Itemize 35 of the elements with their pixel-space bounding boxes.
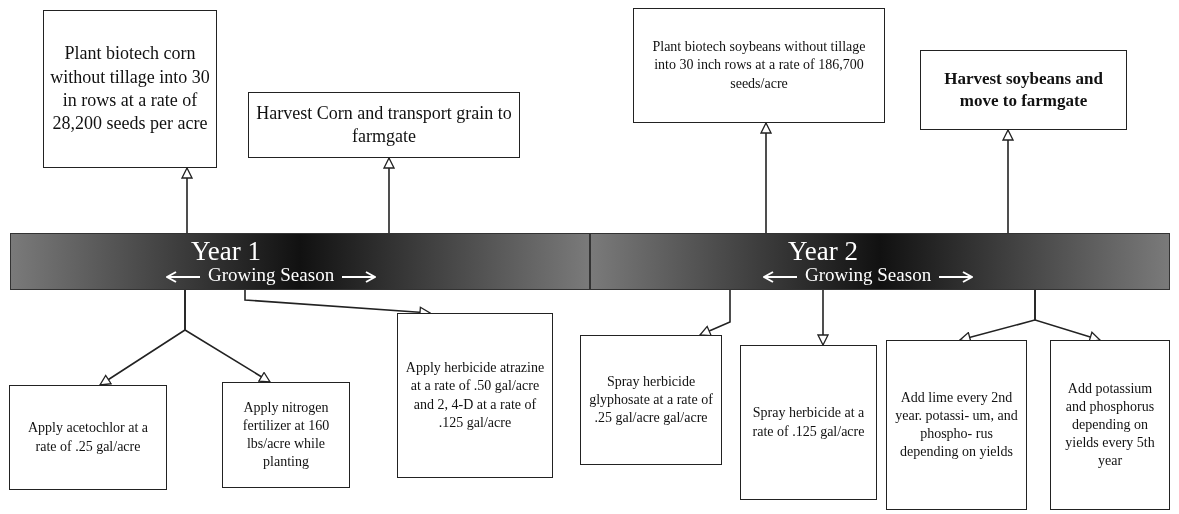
callout-text: Add lime every 2nd year. potassi- um, and phospho- rus depending on yields — [894, 388, 1019, 462]
year-label: Year 2 — [788, 236, 858, 267]
season-label: Growing Season — [805, 264, 932, 286]
callout-box — [9, 385, 167, 490]
callout-text: Apply nitrogen fertilizer at 160 lbs/acre while planting — [241, 398, 331, 472]
arrow — [383, 157, 395, 234]
arrow — [817, 289, 829, 346]
callout-box — [886, 340, 1027, 510]
callout-box — [397, 313, 553, 478]
arrow — [699, 289, 731, 337]
callout-text: Spray herbicide glyphosate at a rate of .25 gal/acre gal/acre — [588, 372, 714, 428]
year-label: Year 1 — [191, 236, 261, 267]
arrow — [184, 289, 271, 383]
callout-text: Add potassium and phosphorus depending on yields every 5th year — [1064, 379, 1156, 471]
arrow — [760, 122, 772, 234]
callout-box — [633, 8, 885, 123]
callout-text: Plant biotech corn without tillage into 30 in rows at a rate of 28,200 seeds per acre — [50, 42, 210, 136]
callout-box — [43, 10, 217, 168]
callout-text: Harvest Corn and transport grain to farmgate — [255, 101, 513, 148]
timeline-band — [590, 233, 1170, 290]
arrow — [181, 167, 193, 234]
callout-text: Apply acetochlor at a rate of .25 gal/acre — [26, 419, 150, 456]
callout-text: Apply herbicide atrazine at a rate of .50 gal/acre and 2, 4-D at a rate of .125 gal/acre — [404, 359, 546, 432]
season-label: Growing Season — [208, 264, 335, 286]
callout-text: Spray herbicide at a rate of .125 gal/acre — [751, 404, 866, 441]
callout-box — [1050, 340, 1170, 510]
callout-text: Plant biotech soybeans without tillage into 30 inch rows at a rate of 186,700 seeds/acre — [651, 38, 867, 93]
callout-box — [920, 50, 1127, 130]
callout-box — [580, 335, 722, 465]
timeline-band — [10, 233, 590, 290]
arrow — [1002, 129, 1014, 234]
callout-box — [740, 345, 877, 500]
callout-text: Harvest soybeans and move to farmgate — [943, 67, 1104, 112]
callout-box — [248, 92, 520, 158]
callout-box — [222, 382, 350, 488]
